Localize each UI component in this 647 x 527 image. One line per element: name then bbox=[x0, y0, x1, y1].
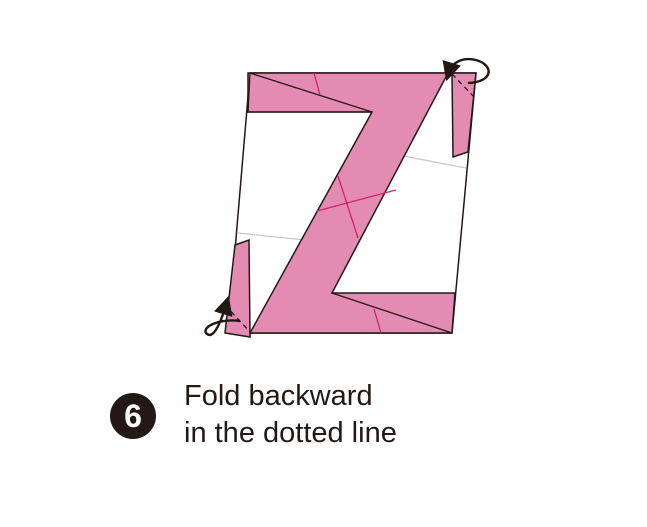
fold-back-arrow-top-icon bbox=[442, 58, 490, 85]
step-instruction: Fold backward in the dotted line bbox=[184, 378, 397, 452]
step-number-badge: 6 bbox=[110, 393, 156, 439]
instruction-line-2: in the dotted line bbox=[184, 417, 397, 449]
fold-back-arrow-bottom-icon bbox=[204, 295, 241, 337]
top-left-flap-diagonal bbox=[249, 72, 373, 113]
crease-middle-horizontal bbox=[316, 189, 397, 212]
light-crease-right bbox=[397, 154, 467, 169]
top-right-dotted-fold-line bbox=[451, 73, 477, 100]
top-right-flap bbox=[451, 72, 477, 159]
bottom-left-dotted-fold-line bbox=[224, 304, 251, 333]
crease-middle-diagonal bbox=[337, 175, 359, 239]
light-crease-left bbox=[237, 232, 306, 241]
bottom-left-flap bbox=[224, 238, 251, 338]
crease-top bbox=[313, 72, 321, 96]
bottom-right-flap-diagonal bbox=[331, 292, 453, 334]
instruction-line-1: Fold backward bbox=[184, 380, 373, 412]
top-left-flap-edge bbox=[247, 72, 372, 113]
crease-bottom bbox=[373, 308, 382, 334]
